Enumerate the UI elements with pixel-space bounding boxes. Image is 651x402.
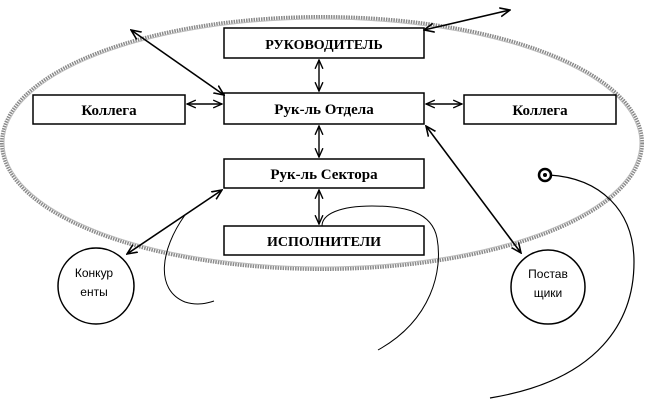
executors-node: ИСПОЛНИТЕЛИ <box>223 225 425 256</box>
curve-start-dot-center <box>543 173 547 177</box>
competitors-label-line2: енты <box>80 285 107 299</box>
colleague-left-node: Коллега <box>32 94 186 125</box>
dept-head-label: Рук-ль Отдела <box>274 102 374 118</box>
arrow-dept-upper-left <box>131 30 224 95</box>
sector-head-label: Рук-ль Сектора <box>270 167 378 183</box>
suppliers-node: Постав щики <box>510 249 586 325</box>
organization-boundary-inner <box>3 18 641 268</box>
freehand-curve-left <box>163 214 215 305</box>
suppliers-label-line1: Постав <box>528 267 568 281</box>
arrow-dept-suppliers <box>426 126 521 253</box>
competitors-node: Конкур енты <box>57 247 135 325</box>
freehand-curve-right <box>489 174 635 399</box>
freehand-curve-middle <box>321 205 439 351</box>
colleague-right-node: Коллега <box>463 94 617 125</box>
colleague-right-label: Коллега <box>512 103 568 119</box>
dept-head-node: Рук-ль Отдела <box>223 92 425 125</box>
head-node: РУКОВОДИТЕЛЬ <box>223 27 425 59</box>
head-label: РУКОВОДИТЕЛЬ <box>265 38 382 53</box>
executors-label: ИСПОЛНИТЕЛИ <box>267 235 381 250</box>
arrow-sector-competitors <box>127 190 222 254</box>
arrow-head-upper-right <box>424 10 510 30</box>
organization-boundary-ellipse <box>0 15 644 271</box>
sector-head-node: Рук-ль Сектора <box>223 158 425 189</box>
competitors-label-line1: Конкур <box>75 266 114 280</box>
colleague-left-label: Коллега <box>81 103 137 119</box>
suppliers-label-line2: щики <box>534 286 563 300</box>
